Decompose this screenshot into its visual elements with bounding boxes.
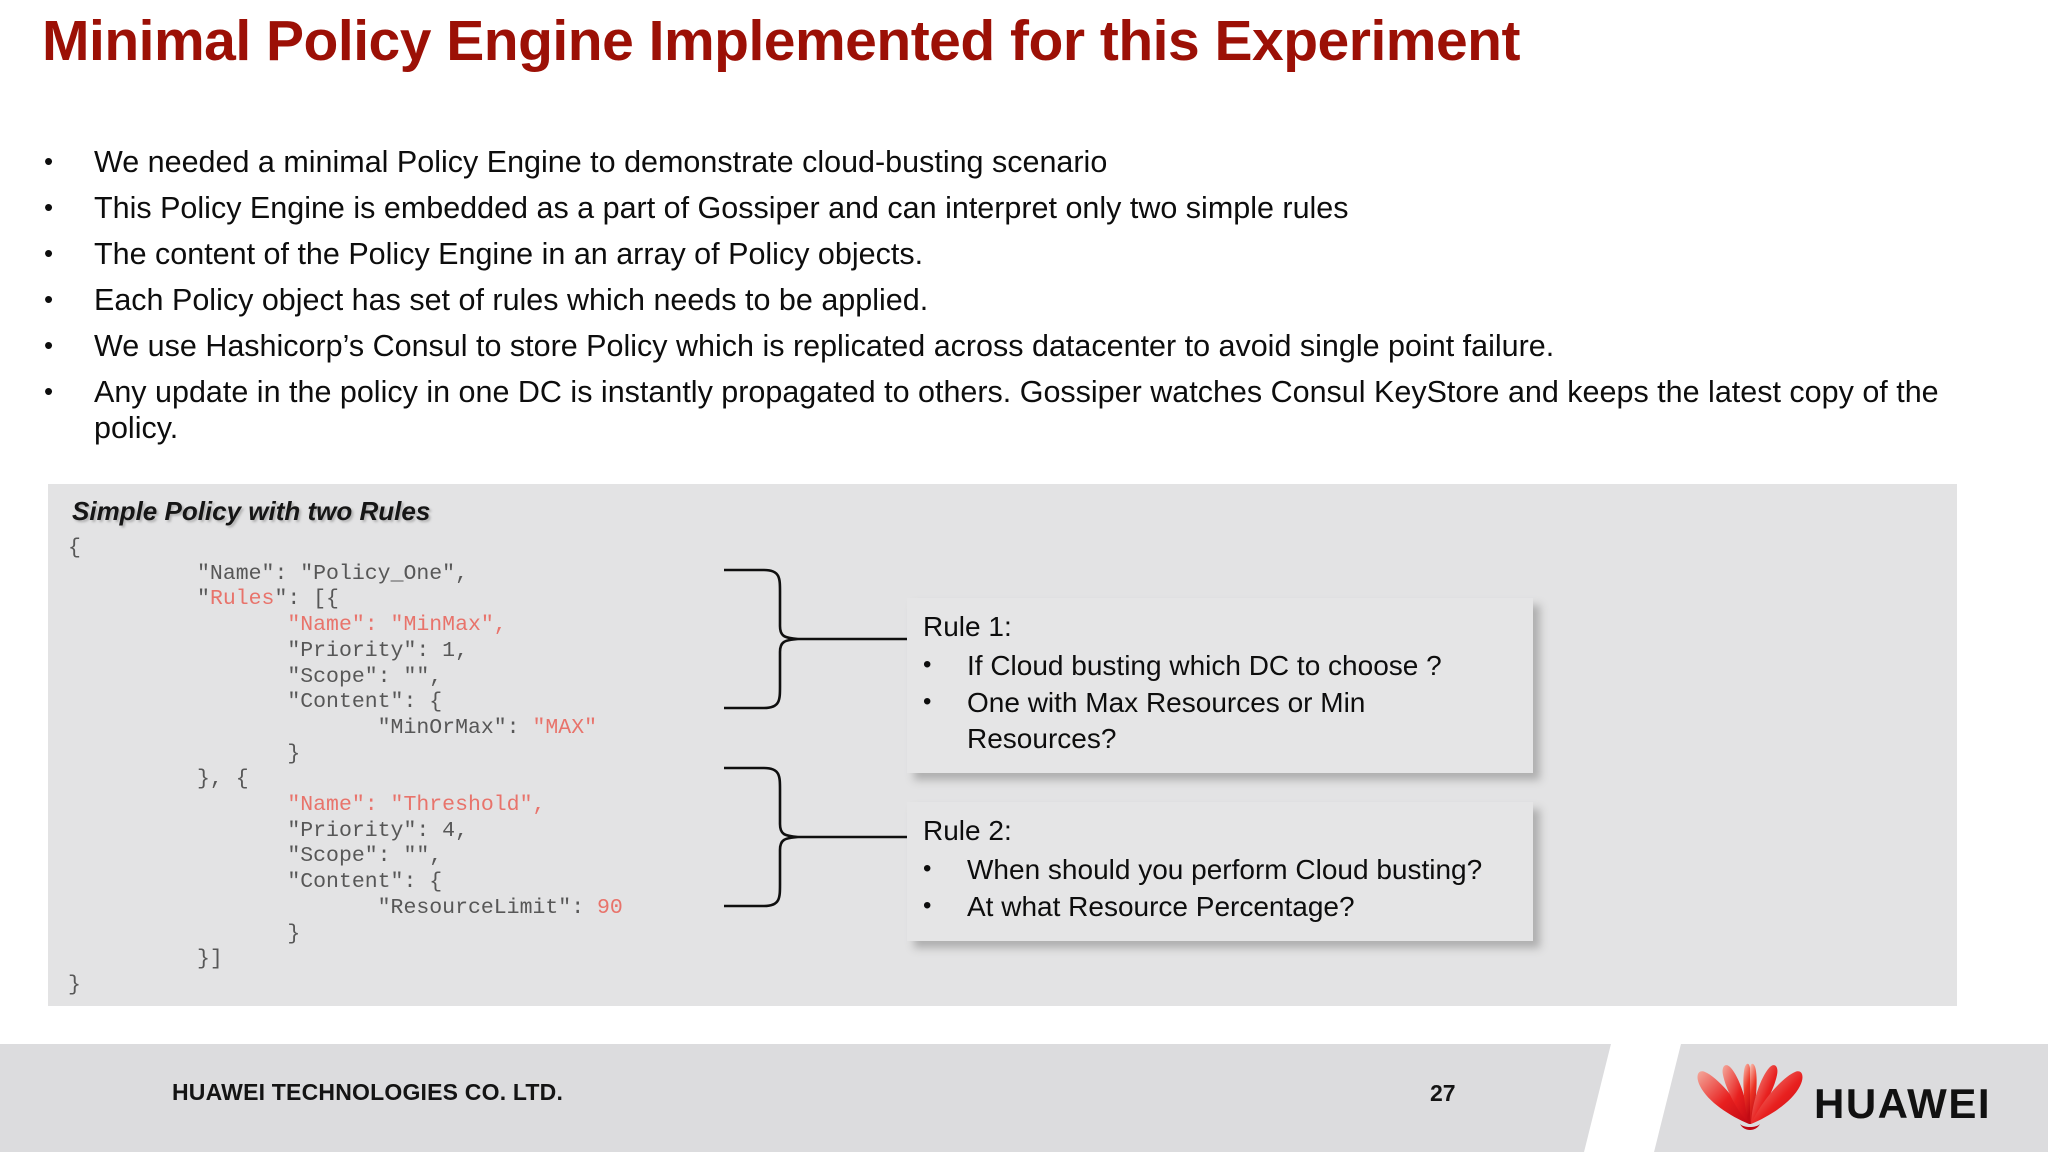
code-token: ": [197, 587, 210, 612]
code-line: "Priority": 1,: [68, 639, 623, 665]
code-token: }: [287, 921, 301, 946]
code-line: }: [68, 973, 623, 999]
callout-list-item: • One with Max Resources or Min Resources…: [923, 685, 1513, 757]
bullet-item: • We use Hashicorp’s Consul to store Poli…: [40, 329, 2020, 365]
footer-page-number: 27: [1430, 1080, 1456, 1106]
code-line: "Scope": "",: [68, 844, 623, 870]
callout-rule-2: Rule 2: • When should you perform Cloud b…: [907, 802, 1533, 942]
bullet-item: • We needed a minimal Policy Engine to de…: [40, 145, 2020, 181]
bullet-item: • This Policy Engine is embedded as a par…: [40, 191, 2020, 227]
code-token: "Priority": 1,: [287, 638, 468, 663]
bullet-marker-icon: •: [923, 650, 932, 678]
code-line: "Name": "Threshold",: [68, 793, 623, 819]
code-line: }]: [68, 947, 623, 973]
code-token: {: [68, 536, 81, 560]
bullet-item-text: We needed a minimal Policy Engine to dem…: [94, 145, 1108, 179]
callout-list-item-text: One with Max Resources or Min Resources?: [967, 687, 1366, 755]
code-token: }]: [197, 947, 223, 972]
code-token: "MinOrMax":: [377, 715, 533, 740]
slide-footer: HUAWEI TECHNOLOGIES CO. LTD. 27: [0, 1044, 2048, 1152]
footer-company-name: HUAWEI TECHNOLOGIES CO. LTD.: [172, 1079, 564, 1105]
code-line: "Scope": "",: [68, 665, 623, 691]
bullet-item-text: This Policy Engine is embedded as a part…: [94, 190, 1349, 225]
code-line: "Name": "Policy_One",: [68, 562, 623, 588]
code-token-highlight: "Name": "MinMax",: [287, 613, 507, 638]
bullet-marker-icon: •: [44, 191, 54, 222]
code-line: "Rules": [{: [68, 587, 623, 613]
bullet-item: • Each Policy object has set of rules whi…: [40, 283, 2020, 319]
code-token: }: [68, 972, 81, 997]
callout-list-item: • If Cloud busting which DC to choose ?: [923, 648, 1513, 684]
code-line: }, {: [68, 767, 623, 793]
code-token: ": [{: [274, 587, 339, 612]
callout-list-item: • When should you perform Cloud busting?: [923, 852, 1513, 888]
code-line: "Name": "MinMax",: [68, 613, 623, 639]
code-token: }: [287, 741, 301, 766]
callout-rule-1-title: Rule 1:: [923, 611, 1012, 642]
bullet-marker-icon: •: [923, 892, 932, 920]
code-line: {: [68, 536, 623, 562]
bullet-item-text: The content of the Policy Engine in an a…: [94, 236, 924, 271]
code-line: }: [68, 922, 623, 948]
bullet-marker-icon: •: [44, 237, 54, 268]
code-line: "ResourceLimit": 90: [68, 896, 623, 922]
code-panel-caption: Simple Policy with two Rules: [72, 496, 431, 526]
bullet-item: • Any update in the policy in one DC is i…: [40, 375, 2020, 447]
bullet-item: • The content of the Policy Engine in an …: [40, 237, 2020, 273]
code-token: "Scope": "",: [287, 844, 443, 869]
bullet-item-text: Each Policy object has set of rules whic…: [94, 282, 929, 317]
bullet-item-text: We use Hashicorp’s Consul to store Polic…: [94, 328, 1555, 363]
code-line: "Priority": 4,: [68, 819, 623, 845]
code-token: "Content": {: [287, 690, 443, 715]
code-token: "Content": {: [287, 870, 443, 895]
policy-json-code: { "Name": "Policy_One", "Rules": [{ "Nam…: [68, 536, 623, 999]
bullet-marker-icon: •: [44, 283, 54, 314]
callout-list-item-text: At what Resource Percentage?: [967, 891, 1355, 923]
code-line: "Content": {: [68, 870, 623, 896]
bullet-item-text: Any update in the policy in one DC is in…: [94, 374, 1939, 445]
callout-rule-1-items: • If Cloud busting which DC to choose ? • O…: [923, 648, 1513, 757]
code-token: "ResourceLimit":: [377, 895, 597, 920]
huawei-logo: HUAWEI: [1690, 1060, 2010, 1140]
page-title: Minimal Policy Engine Implemented for th…: [42, 9, 1520, 73]
callout-list-item-text: If Cloud busting which DC to choose ?: [967, 649, 1442, 681]
bullet-marker-icon: •: [44, 146, 54, 176]
code-token: "Name": "Policy_One",: [197, 561, 468, 586]
callout-rule-2-items: •When should you perform Cloud busting?•…: [923, 852, 1513, 926]
code-line: "MinOrMax": "MAX": [68, 716, 623, 742]
code-token-highlight: Rules: [209, 587, 275, 612]
code-line: }: [68, 742, 623, 768]
callout-list-item: • At what Resource Percentage?: [923, 889, 1513, 925]
code-line: "Content": {: [68, 690, 623, 716]
huawei-flower-icon: [1697, 1063, 1803, 1130]
code-token: "Scope": "",: [287, 664, 443, 689]
code-token: }, {: [197, 767, 249, 792]
callout-list-item-text: When should you perform Cloud busting?: [967, 853, 1483, 885]
bullet-marker-icon: •: [44, 375, 54, 406]
callout-rule-1: Rule 1: • If Cloud busting which DC to ch…: [907, 598, 1533, 774]
bullet-list: • We needed a minimal Policy Engine to de…: [40, 145, 2020, 457]
code-token-highlight: "Name": "Threshold",: [287, 793, 546, 818]
code-token-highlight: "MAX": [532, 715, 597, 740]
callout-rule-2-title: Rule 2:: [923, 815, 1012, 846]
bullet-marker-icon: •: [923, 688, 932, 716]
bullet-marker-icon: •: [923, 854, 932, 882]
code-token: "Priority": 4,: [287, 818, 468, 843]
code-token-highlight: 90: [597, 895, 623, 920]
huawei-wordmark: HUAWEI: [1814, 1080, 1991, 1127]
bullet-marker-icon: •: [44, 329, 54, 360]
